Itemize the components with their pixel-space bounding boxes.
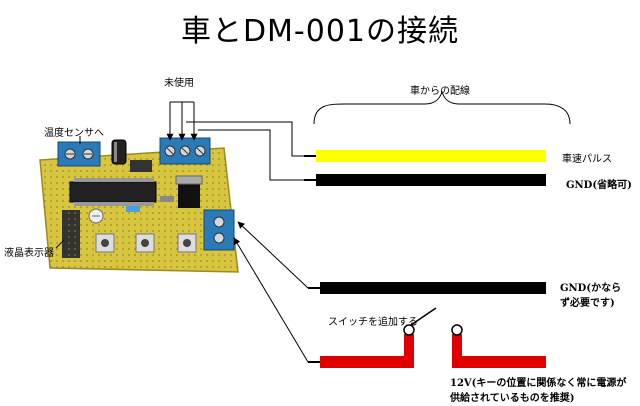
label-12v-1: 12V(キーの位置に関係なく常に電源が	[450, 378, 627, 389]
crystal	[130, 160, 152, 172]
label-12v-2: 供給されているものを推奨)	[450, 393, 575, 404]
wire-gnd-required	[308, 282, 546, 294]
label-unused: 未使用	[164, 78, 194, 89]
label-add-switch: スイッチを追加する	[328, 317, 418, 328]
label-speed-pulse: 車速パルス	[562, 154, 612, 165]
unused-arrows	[166, 101, 198, 141]
terminal-block-car	[159, 137, 211, 165]
ic-chip	[69, 178, 157, 206]
resistor	[126, 206, 140, 212]
from-car-brace	[313, 90, 571, 125]
car-wire-leaders	[186, 121, 304, 181]
wire-speed-pulse	[304, 150, 546, 162]
label-temp-sensor: 温度センサへ	[44, 128, 104, 139]
page-title: 車とDM-001の接続	[180, 14, 460, 49]
label-gnd-optional: GND(省略可)	[566, 180, 632, 191]
capacitor	[111, 139, 127, 165]
terminal-block-power	[203, 209, 235, 251]
push-buttons	[95, 233, 197, 253]
label-gnd-required-2: ず必要です)	[560, 298, 615, 309]
label-lcd: 液晶表示器	[4, 248, 54, 259]
terminal-block-temp-sensor	[57, 141, 101, 167]
lcd-leader	[55, 239, 65, 249]
resistor	[160, 196, 174, 202]
wire-12v	[308, 307, 546, 368]
voltage-regulator	[175, 175, 203, 208]
lcd-header-pins	[62, 210, 80, 258]
wire-gnd-optional	[304, 174, 546, 186]
power-arrows	[233, 221, 309, 363]
label-gnd-required-1: GND(かなら	[560, 283, 622, 294]
label-from-car: 車からの配線	[410, 86, 470, 97]
switch-lever	[410, 307, 437, 326]
